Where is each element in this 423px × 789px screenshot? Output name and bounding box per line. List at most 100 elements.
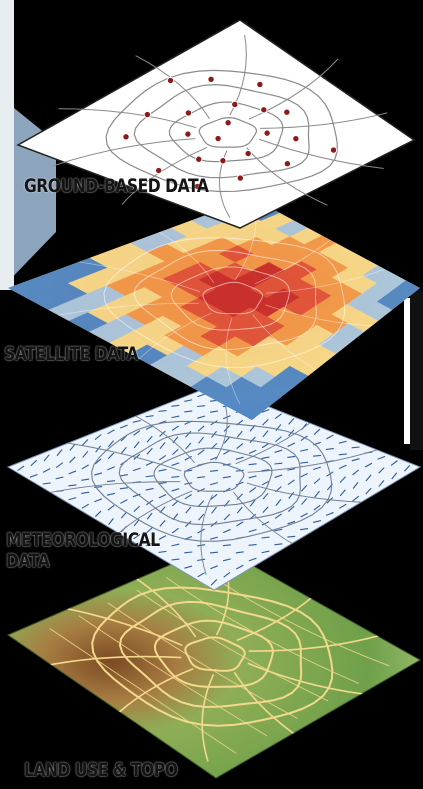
wind-arrow [119,487,128,490]
wind-arrow [158,455,167,461]
heatmap-grid [8,198,420,420]
radial-road [246,147,328,206]
wind-arrow [313,504,321,511]
ring-road [133,249,317,351]
wind-arrow [197,405,206,408]
wind-arrow [262,506,269,513]
wind-arrow [171,462,180,467]
wind-arrow [146,435,153,443]
wind-arrow [184,494,192,500]
wind-arrow [197,500,205,507]
wind-arrow [261,536,270,539]
wind-arrow [326,497,334,504]
wind-arrow [338,440,347,444]
connector-bracket-edge [404,298,410,444]
wind-arrow [198,513,205,521]
wind-arrow [236,430,243,438]
wind-arrow [145,542,154,547]
ring-road [184,636,246,672]
radial-road [135,55,210,119]
wind-arrow [133,430,141,436]
station-dot [166,76,175,85]
wind-arrow [274,449,283,453]
wind-arrow [262,419,269,426]
station-dot [214,134,222,143]
wind-arrow [287,455,296,458]
wind-arrow [391,472,398,480]
minor-road [78,615,268,737]
station-dot [283,108,291,116]
wind-arrow [301,484,308,492]
wind-arrow [288,418,295,425]
wind-arrow [261,456,270,460]
wind-arrow [351,458,360,462]
wind-arrow [184,410,193,413]
layer-label-satellite: SATELLITE DATA [4,343,139,365]
station-dot [155,166,163,175]
wind-arrow [248,557,257,562]
wind-arrow [378,480,385,487]
radial-road [58,108,197,129]
label-line: LAND USE & TOPO [24,759,178,781]
wind-arrow [351,446,360,449]
label-line: SATELLITE DATA [4,343,139,365]
wind-arrow [364,462,373,468]
minor-road [49,628,237,754]
wind-arrow [211,506,217,514]
wind-arrow [68,497,77,501]
wind-arrow [42,482,51,485]
wind-arrow [171,475,180,478]
meteorological-layer [6,384,422,591]
wind-arrow [223,513,231,521]
wind-arrow [158,535,167,540]
wind-arrow [94,458,102,465]
wind-arrow [171,543,180,547]
station-dot [231,100,239,109]
wind-arrow [159,430,166,437]
wind-arrow [300,448,309,452]
ring-road [133,83,310,179]
wind-arrow [287,535,296,538]
radial-road [201,674,215,762]
station-dot [236,174,245,182]
radial-road [247,445,389,473]
wind-arrow [262,492,269,500]
wind-arrow [158,410,167,412]
wind-arrow [81,478,90,481]
radial-road [219,150,231,218]
ring-road [103,237,346,369]
wind-arrow [222,558,231,562]
wind-arrow [55,476,64,480]
wind-arrow [222,476,231,479]
station-dot [184,109,193,117]
wind-arrow [133,505,141,512]
heat-cell [231,397,267,420]
wind-arrow [274,413,282,420]
wind-arrow [69,443,76,451]
wind-arrow [288,491,295,499]
wind-arrow [275,499,282,506]
wind-arrow [352,469,360,476]
wind-arrow [235,551,244,554]
wind-arrow [81,491,90,494]
wind-arrow [301,498,308,505]
radial-road [39,481,181,496]
wind-arrow-field [17,387,411,586]
wind-arrow [146,499,154,506]
wind-arrow [146,512,153,520]
wind-arrow [313,466,321,471]
ring-road [153,619,274,688]
radial-road [40,655,182,668]
radial-road [248,632,389,652]
wind-arrow [197,449,205,456]
minor-road [165,576,359,684]
radial-road [266,265,395,294]
wind-arrow [158,493,167,499]
wind-arrow [235,456,244,460]
wind-arrow [248,529,257,533]
wind-arrow [119,424,128,429]
wind-arrow [223,436,230,444]
wind-arrow [339,476,346,483]
radial-road [121,146,208,205]
wind-arrow [209,469,219,472]
